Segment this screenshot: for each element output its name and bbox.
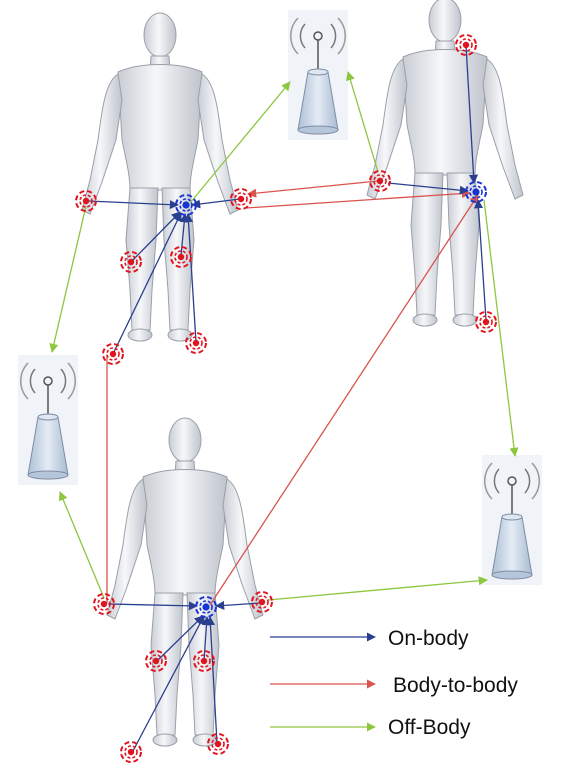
legend-body-to-body-label: Body-to-body bbox=[393, 674, 518, 697]
access-point-left-icon bbox=[18, 355, 78, 485]
link-off-5 bbox=[60, 492, 104, 598]
link-ob-9 bbox=[478, 200, 486, 320]
person-top-left-icon bbox=[82, 13, 238, 341]
legend-on-body-label: On-body bbox=[388, 627, 469, 650]
sensor-node-icon bbox=[121, 742, 141, 762]
link-b2b-1 bbox=[248, 181, 378, 194]
sensor-node-icon bbox=[103, 344, 123, 364]
link-off-3 bbox=[52, 206, 86, 352]
sensors-person-bottom bbox=[94, 592, 272, 762]
legend-off-body-label: Off-Body bbox=[388, 716, 471, 739]
link-ob-10 bbox=[108, 604, 197, 606]
legend: On-body Body-to-body Off-Body bbox=[270, 627, 518, 739]
person-top-right-icon bbox=[367, 0, 523, 326]
access-point-top-icon bbox=[288, 10, 348, 140]
link-b2b-4 bbox=[210, 195, 478, 605]
link-off-2 bbox=[348, 72, 378, 172]
link-off-6 bbox=[268, 580, 487, 600]
person-bottom-icon bbox=[107, 418, 263, 746]
access-point-right-icon bbox=[482, 455, 542, 585]
